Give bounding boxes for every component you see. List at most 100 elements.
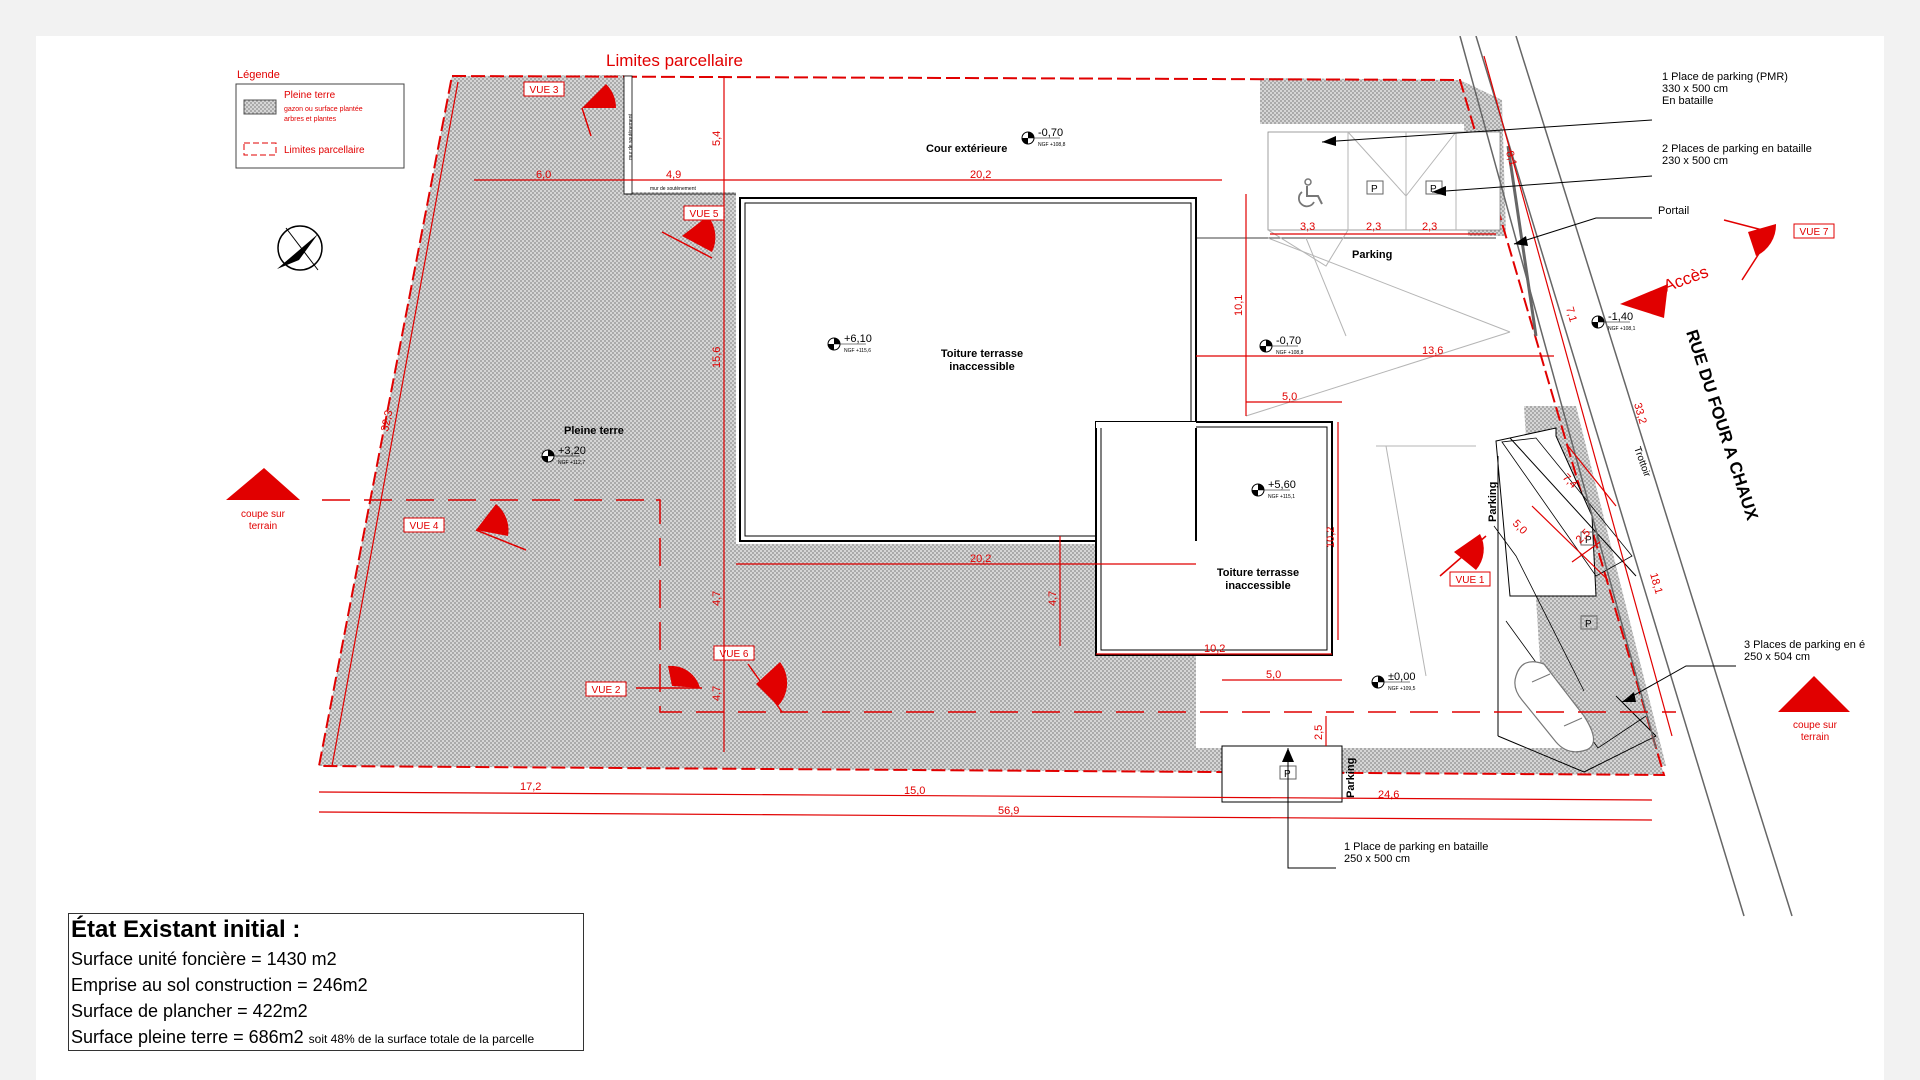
view-marker-4: VUE 4 [403,504,527,551]
svg-text:250 x 500 cm: 250 x 500 cm [1344,853,1410,865]
svg-text:15,6: 15,6 [711,347,723,368]
car-icon [1514,661,1595,753]
label-toiture-1a: Toiture terrasse [941,348,1023,360]
svg-text:1 Place de parking (PMR): 1 Place de parking (PMR) [1662,71,1788,83]
view-marker-3: VUE 3 [523,81,616,137]
legend-hatch-swatch [243,99,277,115]
view-marker-6: VUE 6 [713,645,788,713]
summary-title: État Existant initial : [71,916,301,943]
svg-text:5,4: 5,4 [711,131,723,146]
svg-text:250 x 504 cm: 250 x 504 cm [1744,651,1810,663]
svg-text:230 x 500 cm: 230 x 500 cm [1662,155,1728,167]
svg-text:32,3: 32,3 [379,409,395,432]
svg-text:10,2: 10,2 [1325,527,1337,548]
svg-text:VUE 2: VUE 2 [592,685,621,696]
parcel-boundary [317,75,1666,777]
svg-text:2,5: 2,5 [1313,725,1325,740]
legend-pleine-terre-detail-2: arbres et plantes [284,116,337,123]
pleine-terre-area [319,75,1664,775]
svg-text:7,1: 7,1 [1563,306,1579,324]
svg-text:VUE 3: VUE 3 [530,85,559,96]
svg-text:4,7: 4,7 [711,591,723,606]
summary-pleine-terre-note: soit 48% de la surface totale de la parc… [308,1032,535,1046]
legend-pleine-terre: Pleine terre [284,90,336,101]
legend-box [235,83,405,169]
callout-portail: Portail [1513,205,1689,246]
svg-text:NGF +109,5: NGF +109,5 [1388,686,1416,692]
svg-text:P: P [1430,184,1437,195]
legend-title: Légende [237,69,280,81]
callout-three-places: 3 Places de parking en é 250 x 504 cm [1621,639,1865,703]
callout-pmr: 1 Place de parking (PMR) 330 x 500 cm En… [1321,71,1788,146]
svg-text:VUE 6: VUE 6 [720,649,749,660]
svg-text:2,3: 2,3 [1366,221,1381,233]
callout-one-place: 1 Place de parking en bataille 250 x 500… [1282,748,1488,869]
building-annex [1095,421,1333,656]
legend-limites: Limites parcellaire [284,145,365,156]
svg-text:NGF +108,8: NGF +108,8 [1276,350,1304,356]
svg-text:5,0: 5,0 [1266,669,1281,681]
svg-text:-1,40: -1,40 [1608,311,1633,323]
svg-text:4,9: 4,9 [666,169,681,181]
svg-text:5,0: 5,0 [1282,391,1297,403]
svg-text:2 Places de parking en bataill: 2 Places de parking en bataille [1662,143,1812,155]
legend-limit-swatch [243,142,277,156]
svg-text:Portail: Portail [1658,205,1689,217]
svg-text:P: P [1585,535,1592,546]
svg-text:330 x 500 cm: 330 x 500 cm [1662,83,1728,95]
summary-line-surface-fonciere: Surface unité foncière = 1430 m2 [71,949,337,969]
svg-text:VUE 7: VUE 7 [1800,227,1829,238]
parking-label-top: Parking [1352,249,1392,261]
parking-label-bottom: Parking [1345,758,1357,798]
building-main-inner [744,202,1192,537]
view-marker-7: VUE 7 [1723,219,1835,281]
svg-text:3,3: 3,3 [1300,221,1315,233]
access-arrow-icon [1620,284,1668,318]
svg-text:6,0: 6,0 [536,169,551,181]
pleine-terre-area-ne [1260,78,1506,236]
drawing-sheet: Limites parcellaire Légende Pleine terre… [36,36,1884,1080]
summary-line-plancher: Surface de plancher = 422m2 [71,1001,308,1021]
svg-text:±0,00: ±0,00 [1388,671,1415,683]
summary-line-pleine-terre: Surface pleine terre = 686m2 soit 48% de… [71,1024,581,1052]
svg-text:15,0: 15,0 [904,785,925,797]
svg-text:-0,70: -0,70 [1038,127,1063,139]
svg-text:56,9: 56,9 [998,805,1019,817]
svg-text:P: P [1585,619,1592,630]
view-marker-2: VUE 2 [585,665,702,697]
view-marker-5: VUE 5 [661,205,725,259]
parcel-label: Limites parcellaire [606,51,743,70]
surface-summary-box: État Existant initial : Surface unité fo… [68,913,584,1051]
svg-text:VUE 1: VUE 1 [1456,575,1485,586]
callout-two-places: 2 Places de parking en bataille 230 x 50… [1431,143,1812,196]
svg-text:4,7: 4,7 [1047,591,1059,606]
svg-text:4,7: 4,7 [711,686,723,701]
legend-pleine-terre-detail-1: gazon ou surface plantée [284,106,363,113]
svg-text:P: P [1371,184,1378,195]
svg-text:terrain: terrain [249,521,277,532]
label-pleine-terre: Pleine terre [564,425,624,437]
access-label: Accès [1661,262,1711,296]
summary-pleine-terre-value: Surface pleine terre = 686m2 [71,1027,304,1047]
svg-text:1 Place de parking en bataille: 1 Place de parking en bataille [1344,841,1488,853]
label-cour: Cour extérieure [926,143,1007,155]
svg-text:En bataille: En bataille [1662,95,1713,107]
svg-text:+3,20: +3,20 [558,445,586,457]
parking-bottom [1221,745,1343,803]
svg-text:NGF +112,7: NGF +112,7 [558,460,585,466]
street-label: RUE DU FOUR A CHAUX [1682,327,1762,523]
summary-line-emprise: Emprise au sol construction = 246m2 [71,975,368,995]
site-plan: Limites parcellaire Légende Pleine terre… [226,36,1865,917]
svg-text:10,2: 10,2 [1204,643,1225,655]
svg-text:10,1: 10,1 [1233,295,1245,316]
svg-text:coupe sur: coupe sur [1793,720,1838,731]
svg-text:20,2: 20,2 [970,169,991,181]
building-annex-inner [1100,426,1328,651]
svg-text:NGF +115,1: NGF +115,1 [1268,494,1295,500]
wheelchair-icon [1298,178,1323,208]
svg-text:-0,70: -0,70 [1276,335,1301,347]
svg-text:8,1: 8,1 [1503,150,1519,168]
wall-label-vertical: mur de soutènement [628,114,634,160]
svg-text:24,6: 24,6 [1378,789,1399,801]
wall-label-horizontal: mur de soutènement [650,186,696,192]
